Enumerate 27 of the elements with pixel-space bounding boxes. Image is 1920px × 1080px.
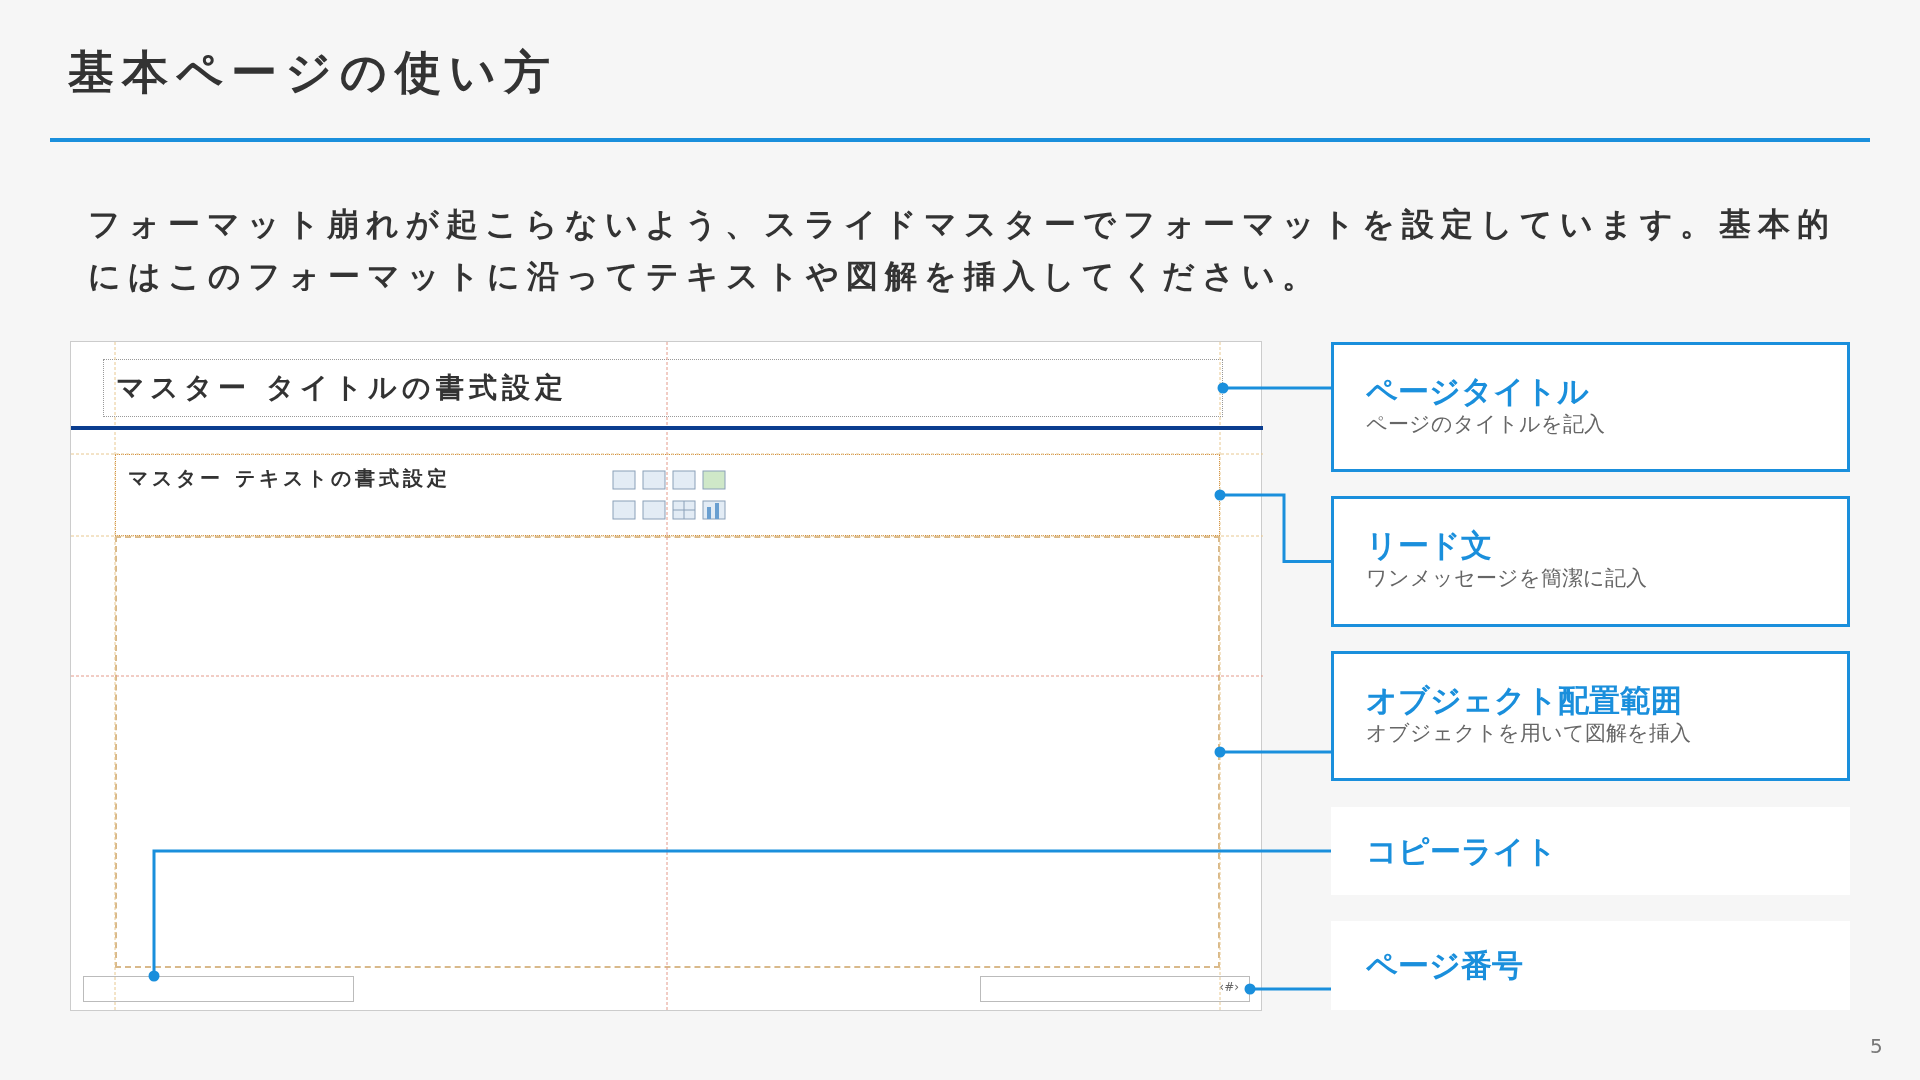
callout-box [1331,342,1850,472]
leader-line [1214,746,1331,758]
page-number-field: ‹#› [980,976,1250,1002]
object-area [115,536,1220,968]
callout-box [1331,651,1850,781]
leader-line [1214,489,1331,563]
leader-line [1217,382,1331,394]
page-title: 基本ページの使い方 [68,44,558,101]
leader-line [148,849,1331,982]
callout-heading: オブジェクト配置範囲 [1366,682,1683,718]
callout-heading: ページ番号 [1366,947,1524,983]
lead-text: フォーマット崩れが起こらないよう、スライドマスターでフォーマットを設定しています。基本的にはこのフォーマットに沿ってテキストや図解を挿入してください。 [88,204,1837,297]
slide-preview [70,341,1262,1011]
title-placeholder-field: マスター タイトルの書式設定 [103,359,1223,417]
callout-panel [1331,807,1850,895]
callout-panel [1331,921,1850,1010]
callout-description: ページのタイトルを記入 [1366,411,1606,438]
copyright-placeholder-field [83,976,354,1002]
callout-heading: ページタイトル [1366,373,1590,409]
page-number: 5 [1870,1034,1883,1058]
callout-heading: リード文 [1366,527,1493,563]
leader-line [1244,983,1331,995]
callout-description: ワンメッセージを簡潔に記入 [1366,565,1648,592]
callout-description: オブジェクトを用いて図解を挿入 [1366,720,1692,747]
callout-heading: コピーライト [1366,833,1558,869]
text-placeholder-field: マスター テキストの書式設定 [115,454,1220,536]
callout-box [1331,496,1850,627]
